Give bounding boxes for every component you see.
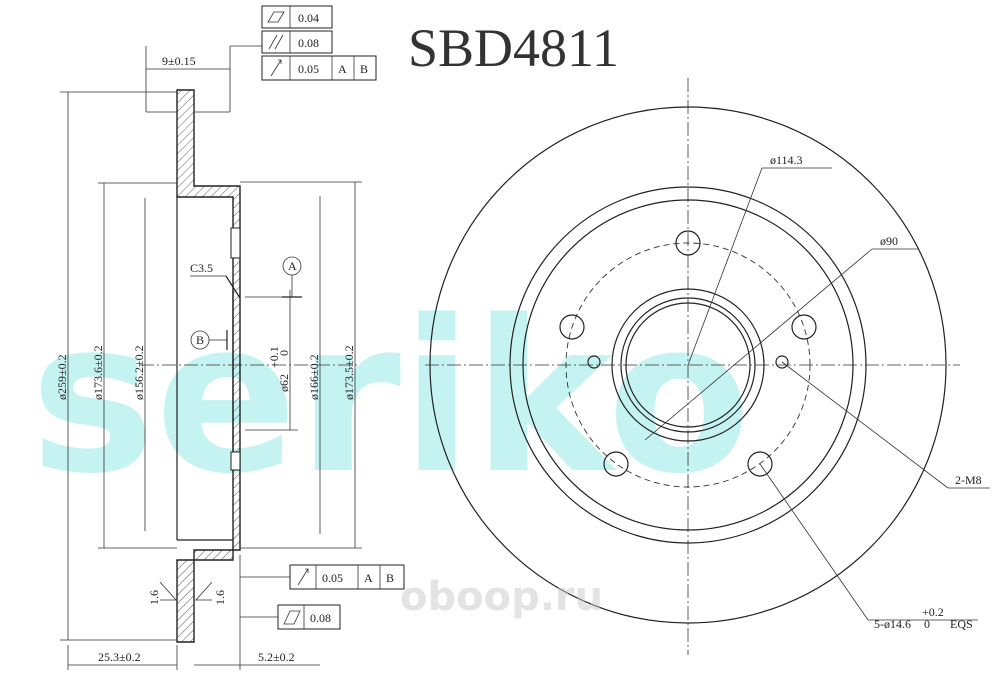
tol-flatness-bottom: 0.08 <box>310 611 331 625</box>
friction-inner-circle <box>509 186 867 544</box>
dim-pcd: ø114.3 <box>770 153 803 167</box>
tol-runout-bottom-a: A <box>364 571 373 585</box>
dim-166: ø166±0.2 <box>307 354 321 400</box>
tol-runout-bottom-value: 0.05 <box>322 571 343 585</box>
site-watermark: oboop.ru <box>400 574 603 620</box>
dim-holes-tol-top: +0.2 <box>922 605 944 619</box>
tol-runout-top-a: A <box>338 62 347 76</box>
tol-runout-top-value: 0.05 <box>298 62 319 76</box>
bolt-circle <box>565 242 811 488</box>
disc-section-profile <box>176 89 241 643</box>
datum-a-label: A <box>288 259 297 273</box>
dim-62-tol-top: +0.1 <box>267 346 281 368</box>
flatness-icon <box>267 11 285 23</box>
dim-62: ø62 <box>277 374 291 392</box>
runout-icon <box>270 59 282 77</box>
bolt-hole-4 <box>603 451 629 477</box>
threaded-hole-left <box>587 355 601 369</box>
dim-156-2: ø156.2±0.2 <box>132 345 146 400</box>
tolerance-frame-top: 0.04 0.08 0.05 A B <box>261 5 377 81</box>
dim-173-6: ø173.6±0.2 <box>91 345 105 400</box>
bolt-hole-2 <box>791 314 817 340</box>
center-bore <box>620 297 756 433</box>
dim-total-height: 25.3±0.2 <box>98 650 141 664</box>
dim-holes-suffix: EQS <box>950 617 973 631</box>
tol-parallelism: 0.08 <box>298 36 319 50</box>
dim-62-tol-bot: 0 <box>277 350 291 356</box>
dim-outer-diameter: ø259±0.2 <box>55 354 69 400</box>
tol-runout-top-b: B <box>360 62 368 76</box>
tol-flatness: 0.04 <box>298 11 319 25</box>
chamfer-label: C3.5 <box>190 261 213 275</box>
flatness-icon-bottom <box>283 610 301 625</box>
parallelism-icon <box>268 34 284 50</box>
threaded-hole-right <box>775 355 789 369</box>
dim-threaded: 2-M8 <box>955 473 982 487</box>
front-view: ø114.3 ø90 2-M8 5-ø14.6 +0.2 0 EQS <box>425 78 990 655</box>
brand-watermark: seriko <box>30 275 751 520</box>
dim-center-bore: ø90 <box>880 234 898 248</box>
section-view: ø259±0.2 ø173.6±0.2 ø156.2±0.2 ø62 +0.1 … <box>55 45 362 670</box>
dim-hat-offset: 5.2±0.2 <box>258 650 295 664</box>
outer-disc-circle <box>429 106 947 624</box>
tolerance-frame-bottom: 0.05 A B 0.08 <box>240 564 405 630</box>
surface-finish-right: 1.6 <box>213 590 227 605</box>
part-number-title: SBD4811 <box>408 18 619 78</box>
runout-icon-bottom <box>297 568 309 586</box>
surface-finish-left: 1.6 <box>147 590 161 605</box>
bolt-hole-5 <box>559 314 585 340</box>
dim-holes: 5-ø14.6 <box>874 617 911 631</box>
datum-b-label: B <box>196 333 204 347</box>
bolt-hole-1 <box>675 230 701 256</box>
bolt-hole-3 <box>747 451 773 477</box>
dim-holes-tol-bot: 0 <box>924 617 930 631</box>
dim-173-5: ø173.5±0.2 <box>342 345 356 400</box>
dim-thickness: 9±0.15 <box>162 54 196 68</box>
tol-runout-bottom-b: B <box>386 571 394 585</box>
